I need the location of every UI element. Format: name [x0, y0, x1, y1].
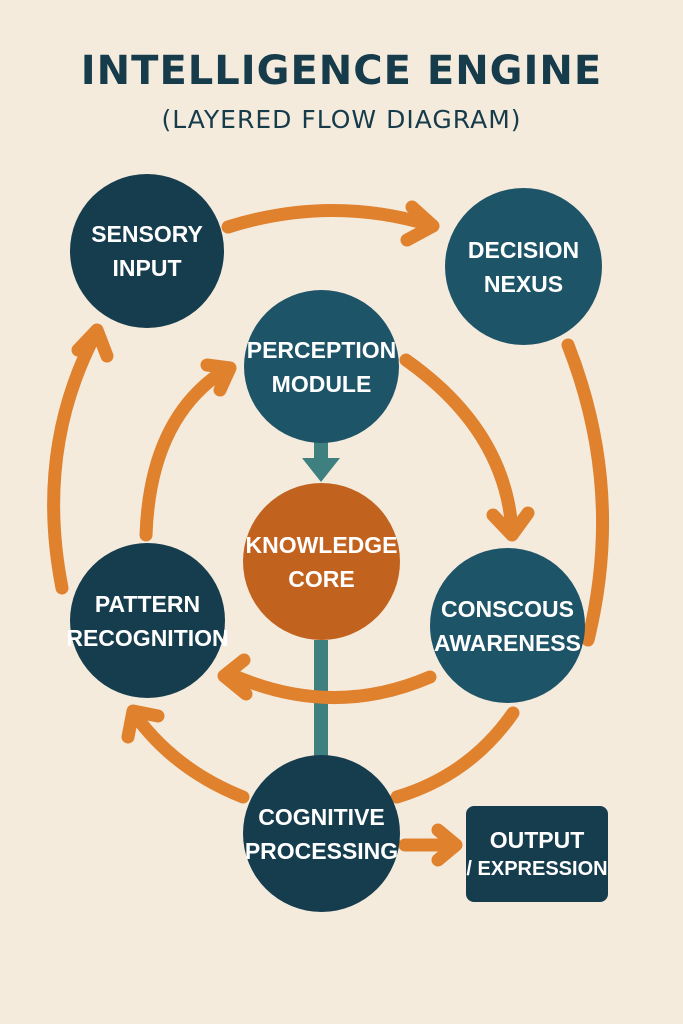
diagram-title: INTELLIGENCE ENGINE	[80, 48, 603, 94]
node-pattern-recognition-label: PATTERN RECOGNITION	[66, 590, 229, 651]
arrow-sensory-to-decision	[221, 204, 437, 234]
diagram-subtitle: (LAYERED FLOW DIAGRAM)	[161, 105, 522, 134]
node-knowledge-core: KNOWLEDGE CORE	[243, 483, 400, 640]
node-sensory-input: SENSORY INPUT	[70, 174, 224, 328]
arrow-cognitive-to-pattern	[128, 708, 250, 804]
node-cognitive-processing: COGNITIVE PROCESSING	[243, 755, 400, 912]
arrowhead-pattern-to-sensory	[71, 323, 114, 363]
node-decision-nexus-label: DECISION NEXUS	[467, 236, 580, 297]
arrowhead-cognitive-to-output	[431, 823, 463, 867]
node-conscious-awareness: CONSCOUS AWARENESS	[430, 548, 585, 703]
output-expression-box: OUTPUT / EXPRESSION	[466, 806, 608, 902]
arrow-pattern-to-sensory	[47, 328, 102, 595]
node-sensory-input-label: SENSORY INPUT	[91, 221, 203, 281]
arrow-perception-to-conscious	[399, 353, 519, 537]
output-box-subtitle: / EXPRESSION	[466, 858, 608, 880]
arrowhead-perception-to-conscious	[486, 506, 535, 542]
node-decision-nexus: DECISION NEXUS	[445, 188, 602, 345]
node-pattern-recognition: PATTERN RECOGNITION	[66, 543, 229, 698]
node-cognitive-processing-label: COGNITIVE PROCESSING	[244, 803, 399, 864]
arrowhead-cognitive-to-pattern	[121, 704, 165, 744]
arrow-conscious-to-cognitive	[390, 706, 520, 804]
node-conscious-awareness-label: CONSCOUS AWARENESS	[434, 595, 581, 656]
arrowhead-conscious-to-pattern	[217, 653, 253, 701]
output-box-title: OUTPUT	[489, 827, 585, 853]
arrow-decision-to-conscious	[561, 338, 610, 647]
perception-to-core-arrowhead	[302, 458, 340, 482]
arrow-pattern-to-perception	[139, 365, 229, 542]
arrowhead-pattern-to-perception	[200, 358, 237, 397]
node-perception-module-label: PERCEPTION MODULE	[246, 336, 397, 397]
arrowhead-sensory-to-decision	[400, 200, 440, 247]
arrow-conscious-to-pattern	[221, 666, 437, 705]
node-knowledge-core-label: KNOWLEDGE CORE	[245, 531, 398, 592]
node-perception-module: PERCEPTION MODULE	[244, 290, 399, 443]
